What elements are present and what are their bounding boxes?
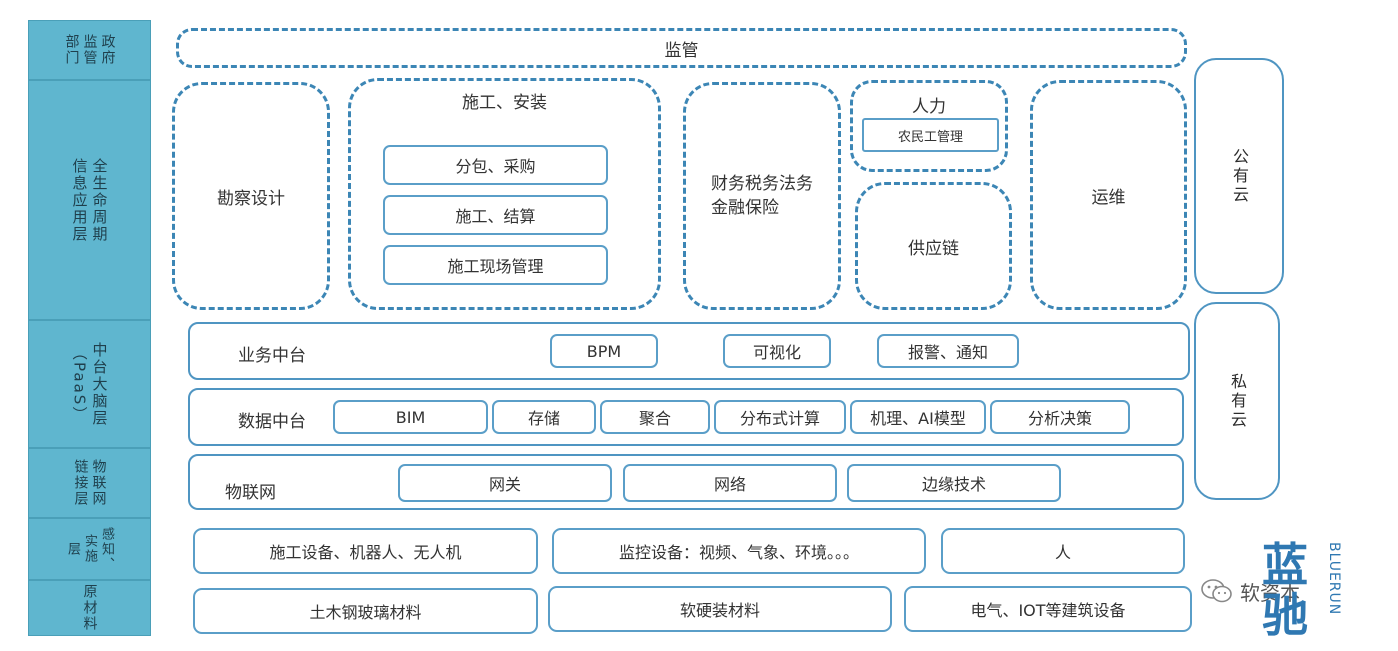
layer-iot-label: 物联网 链接层 — [72, 459, 107, 507]
layer-material-label: 原材料 — [81, 584, 98, 632]
bluerun-logo-text: 蓝驰 — [1262, 538, 1308, 642]
business-item-alert: 报警、通知 — [877, 334, 1019, 368]
survey-design-box: 勘察设计 — [172, 82, 330, 310]
wechat-icon — [1201, 579, 1232, 603]
data-item-ai-model: 机理、AI模型 — [850, 400, 986, 434]
public-cloud-box: 公有云 — [1194, 58, 1284, 294]
hr-title: 人力 — [912, 96, 946, 117]
layer-lifecycle-label: 全生命周期 信息应用层 — [70, 157, 109, 243]
data-item-aggregation: 聚合 — [600, 400, 710, 434]
finance-box: 财务税务法务 金融保险 — [683, 82, 841, 310]
iot-item-network: 网络 — [623, 464, 837, 502]
construction-title: 施工、安装 — [462, 92, 547, 113]
iot-item-edge: 边缘技术 — [847, 464, 1061, 502]
bluerun-logo-en: BLUERUN — [1326, 542, 1342, 616]
sense-item-people: 人 — [941, 528, 1185, 574]
construction-box — [348, 78, 661, 310]
construction-item-subcontract: 分包、采购 — [383, 145, 608, 185]
private-cloud-box: 私有云 — [1194, 302, 1280, 500]
layer-paas-label: 中台大脑层 （PaaS） — [70, 341, 109, 427]
layer-material: 原材料 — [28, 580, 151, 636]
hr-box — [850, 80, 1008, 172]
layer-gov-label: 政府 监管 部门 — [63, 34, 116, 66]
supervision-box: 监管 — [176, 28, 1187, 68]
layer-sense-label: 感知、 实施 层 — [65, 526, 114, 572]
hr-item-migrant: 农民工管理 — [862, 118, 999, 152]
data-item-bim: BIM — [333, 400, 488, 434]
business-item-bpm: BPM — [550, 334, 658, 368]
construction-item-settlement: 施工、结算 — [383, 195, 608, 235]
survey-design-label: 勘察设计 — [217, 188, 285, 209]
material-item-electrical: 电气、IOT等建筑设备 — [904, 586, 1192, 632]
material-item-civil: 土木钢玻璃材料 — [193, 588, 538, 634]
bluerun-logo: 蓝驰 BLUERUN — [1262, 540, 1362, 640]
iot-item-gateway: 网关 — [398, 464, 612, 502]
finance-label: 财务税务法务 金融保险 — [711, 174, 813, 218]
public-cloud-label: 公有云 — [1230, 147, 1249, 205]
supervision-label: 监管 — [664, 40, 699, 61]
construction-item-site: 施工现场管理 — [383, 245, 608, 285]
data-platform-label: 数据中台 — [238, 412, 306, 432]
wechat-account-name: 软资本 — [1240, 580, 1300, 605]
private-cloud-label: 私有云 — [1228, 372, 1247, 430]
material-item-decoration: 软硬装材料 — [548, 586, 892, 632]
business-platform-row — [188, 322, 1190, 380]
data-item-distributed: 分布式计算 — [714, 400, 846, 434]
iot-label: 物联网 — [225, 483, 276, 503]
layer-iot: 物联网 链接层 — [28, 448, 151, 518]
layer-sense: 感知、 实施 层 — [28, 518, 151, 580]
data-item-analysis: 分析决策 — [990, 400, 1130, 434]
supply-chain-box: 供应链 — [855, 182, 1012, 310]
ops-box: 运维 — [1030, 80, 1187, 310]
business-platform-label: 业务中台 — [238, 346, 306, 366]
layer-gov: 政府 监管 部门 — [28, 20, 151, 80]
ops-label: 运维 — [1091, 187, 1126, 208]
sense-item-equipment: 施工设备、机器人、无人机 — [193, 528, 538, 574]
sense-item-monitoring: 监控设备：视频、气象、环境。。。 — [552, 528, 926, 574]
business-item-visualization: 可视化 — [723, 334, 831, 368]
data-item-storage: 存储 — [492, 400, 596, 434]
layer-lifecycle: 全生命周期 信息应用层 — [28, 80, 151, 320]
supply-chain-label: 供应链 — [908, 238, 959, 259]
layer-paas: 中台大脑层 （PaaS） — [28, 320, 151, 448]
wechat-watermark: 软资本 — [1200, 574, 1300, 608]
